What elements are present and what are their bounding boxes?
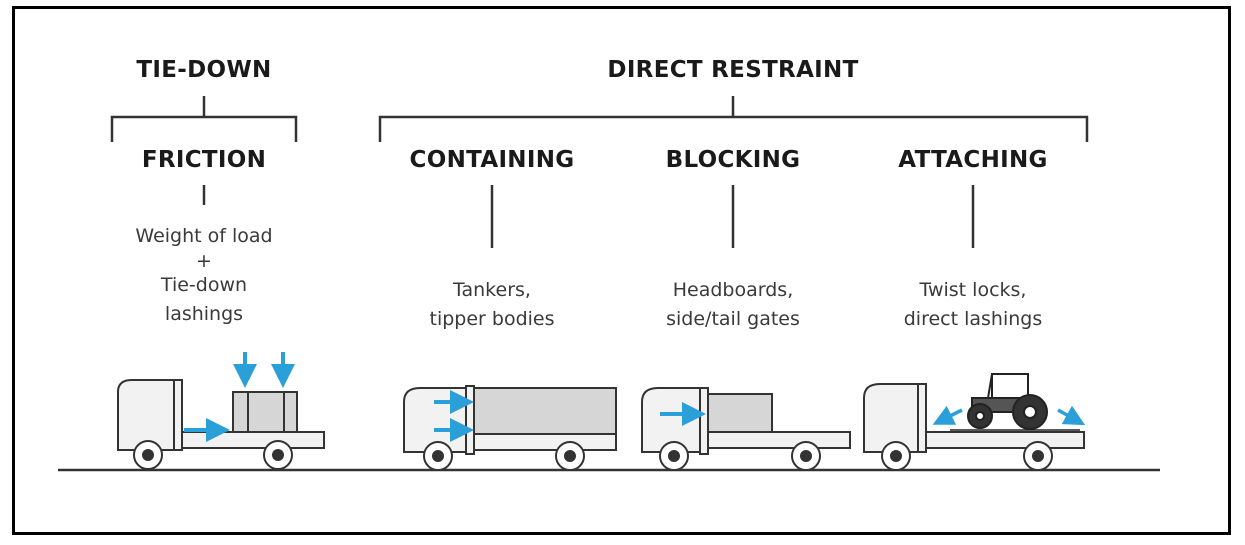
description-line: lashings <box>164 303 244 325</box>
container-body <box>473 387 617 435</box>
tie-down-bracket <box>110 115 298 142</box>
blocking-description: Headboards, side/tail gates <box>666 276 800 334</box>
truck-cab-back <box>917 383 927 453</box>
lashing-arrow-icon <box>1057 405 1086 426</box>
containing-arrows <box>434 390 474 442</box>
attaching-heading: ATTACHING <box>898 147 1048 173</box>
truck-tray <box>707 431 851 449</box>
tie-down-heading: TIE-DOWN <box>136 57 272 83</box>
description-line: direct lashings <box>903 308 1043 330</box>
hierarchy-lines <box>110 96 1089 248</box>
truck-friction <box>117 379 325 470</box>
truck-tray <box>473 433 617 451</box>
truck-tray <box>181 431 325 449</box>
direct-restraint-heading: DIRECT RESTRAINT <box>607 57 859 83</box>
truck-tray <box>925 431 1085 449</box>
lashing-arrow-icon <box>932 405 963 425</box>
description-line: Tankers, <box>453 279 531 301</box>
blocking-heading: BLOCKING <box>665 147 801 173</box>
truck-blocking <box>641 387 851 471</box>
attaching-arrows <box>932 405 1086 426</box>
containing-heading: CONTAINING <box>409 147 575 173</box>
description-line: tipper bodies <box>429 308 555 330</box>
description-line: Tie-down <box>160 274 248 296</box>
friction-description: Weight of load + Tie-down lashings <box>135 222 272 329</box>
description-line: Twist locks, <box>919 279 1027 301</box>
containing-description: Tankers, tipper bodies <box>429 276 554 334</box>
description-line: + <box>196 250 212 272</box>
truck-attaching <box>863 383 1085 471</box>
direct-restraint-bracket <box>378 115 1089 142</box>
description-line: side/tail gates <box>666 308 800 330</box>
truck-cab-back <box>465 385 475 455</box>
friction-arrows <box>184 352 295 442</box>
description-line: Weight of load <box>135 225 273 247</box>
description-line: Headboards, <box>672 279 794 301</box>
load-box <box>707 393 773 433</box>
load-box <box>232 391 298 433</box>
truck-cab <box>863 383 919 453</box>
truck-headboard <box>699 387 709 455</box>
truck-cab-back <box>173 379 183 451</box>
tractor-icon <box>950 373 1080 431</box>
friction-heading: FRICTION <box>141 147 267 173</box>
truck-cab <box>117 379 175 451</box>
attaching-description: Twist locks, direct lashings <box>904 276 1043 334</box>
